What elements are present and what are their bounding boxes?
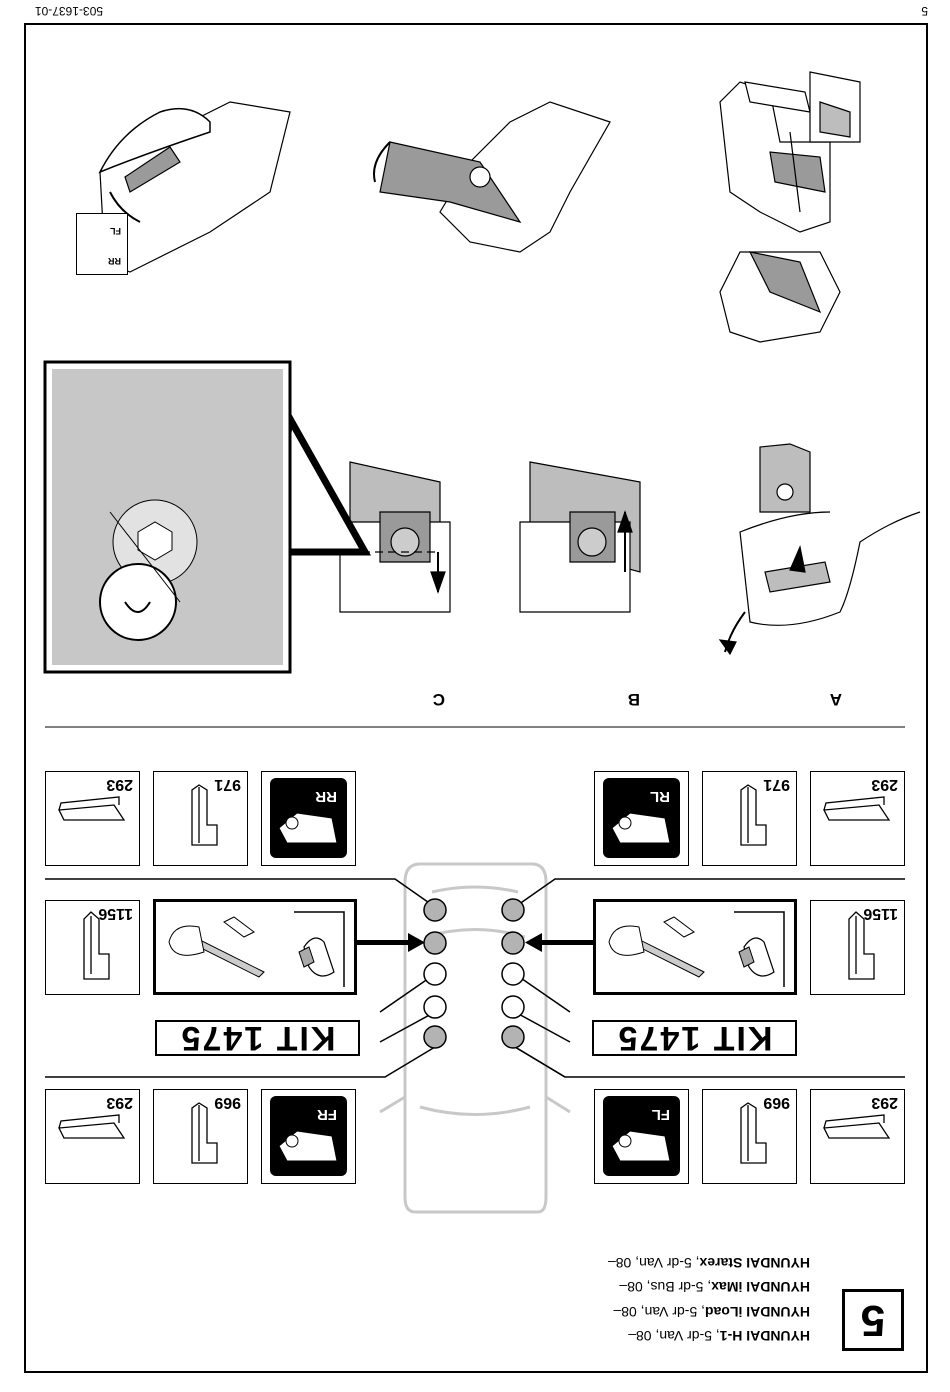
tag-label-fl: FL	[110, 226, 121, 236]
illustration-top-middle	[374, 102, 610, 252]
seat-position-tag: RR FL	[76, 213, 128, 275]
illustration-a	[720, 444, 920, 654]
illustration-b	[520, 462, 640, 612]
tag-label-rr: RR	[108, 256, 121, 266]
illustration-top-right	[100, 102, 290, 272]
